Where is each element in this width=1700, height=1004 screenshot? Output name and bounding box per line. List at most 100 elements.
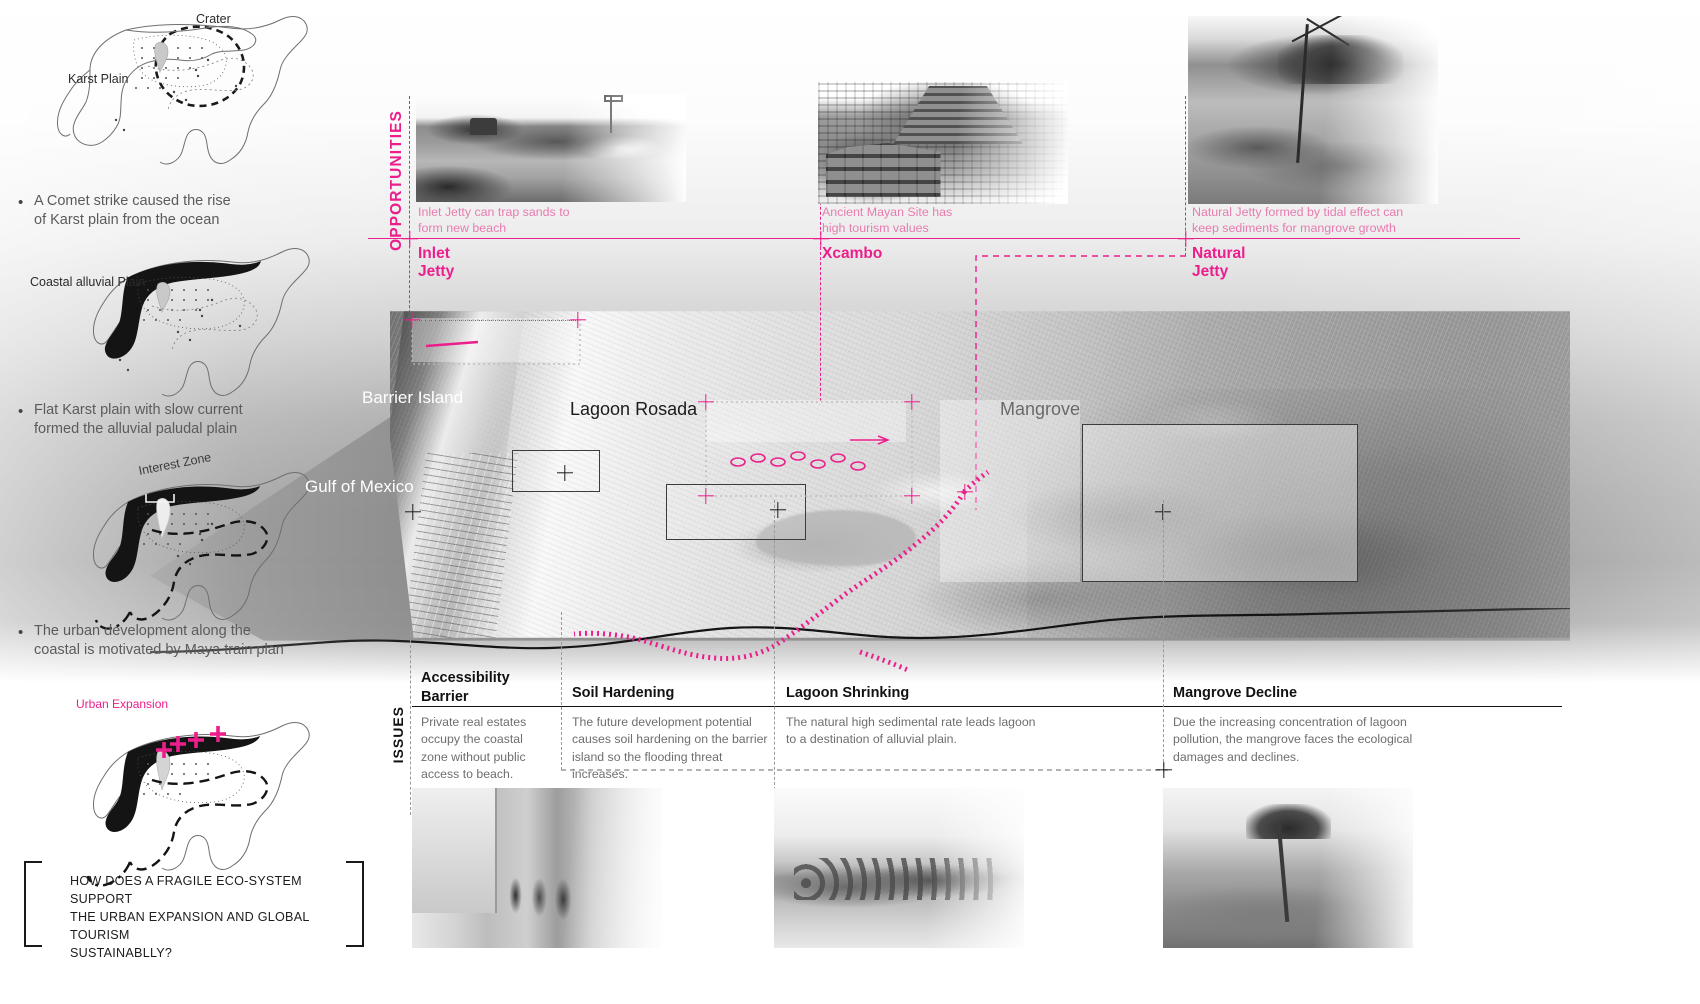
bullet-icon: •	[18, 624, 24, 641]
aerial-label-mangrove: Mangrove	[1000, 399, 1081, 419]
xcambo-photo	[818, 82, 1068, 204]
tree-branch-2	[1306, 17, 1350, 47]
issue-title-soil-hardening: Soil Hardening	[572, 684, 762, 703]
body-line-2: occupy the coastal	[421, 732, 523, 747]
xcambo-caption: Ancient Mayan Site has high tourism valu…	[822, 204, 1052, 237]
map-note-line-1: A Comet strike caused the rise	[34, 193, 231, 209]
caption-line-2: high tourism values	[822, 221, 929, 236]
lagoon-shrinking-photo	[774, 788, 1024, 948]
bullet-icon: •	[18, 194, 24, 211]
caption-line-1: Inlet Jetty can trap sands to	[418, 205, 570, 219]
body-line-2: pollution, the mangrove faces the ecolog…	[1173, 732, 1413, 747]
title-line-1: Mangrove Decline	[1173, 685, 1298, 701]
issue-title-mangrove-decline: Mangrove Decline	[1173, 684, 1403, 703]
caption-line-1: Ancient Mayan Site has	[822, 205, 953, 219]
palm-crown	[1245, 804, 1331, 840]
concrete-wall	[412, 788, 497, 913]
mayan-pyramid	[893, 85, 1023, 145]
map-note-interest-zone: • The urban development along the coasta…	[18, 622, 314, 660]
map-urban-expansion	[86, 722, 310, 887]
lagoon-shrinking-photo-fill	[774, 788, 1024, 948]
map-label-karst-plain: Karst Plain	[68, 72, 129, 86]
natural-jetty-photo	[1188, 16, 1438, 204]
map-label-urban-expansion: Urban Expansion	[76, 697, 169, 711]
opportunities-baseline	[368, 238, 1520, 239]
title-line-2: Barrier	[421, 688, 469, 705]
issue-body-soil-hardening: The future development potential causes …	[572, 714, 772, 784]
accessibility-barrier-photo-fill	[412, 788, 662, 948]
map-crater	[57, 16, 308, 165]
aerial-plus-mangrove-pink	[957, 484, 973, 500]
bracket-right-icon	[346, 861, 364, 947]
question-line-3: SUSTAINABLLY?	[70, 945, 173, 960]
mangrove-decline-photo	[1163, 788, 1413, 948]
title-line-1: Soil Hardening	[572, 685, 675, 701]
issue-connector-1	[410, 630, 411, 815]
map-note-line-1: Flat Karst plain with slow current	[34, 402, 243, 418]
map-note-line-2: coastal is motivated by Maya train plan	[34, 642, 284, 659]
map-label-coastal-alluvial: Coastal alluvial Plain	[30, 275, 146, 289]
title-line-1: Accessibility	[421, 670, 510, 686]
aerial-plus-gulf	[405, 504, 421, 520]
tree-trunk	[1295, 23, 1309, 163]
jetty-mast-top	[603, 95, 623, 102]
scrub-vegetation	[1278, 34, 1403, 84]
title-line-1: Lagoon Shrinking	[786, 685, 910, 701]
body-line-4: access to beach.	[421, 767, 514, 782]
caption-line-2: keep sediments for mangrove growth	[1192, 221, 1396, 236]
question-line-2: THE URBAN EXPANSION AND GLOBAL TOURISM	[70, 909, 310, 942]
aerial-plus-inlet-tr	[570, 312, 586, 328]
issue-title-lagoon-shrinking: Lagoon Shrinking	[786, 684, 1006, 703]
aerial-plus-xcambo-tl	[698, 394, 714, 410]
issue-connector-2	[561, 612, 562, 770]
body-line-1: The future development potential	[572, 715, 752, 729]
context-maps-column: Crater Karst Plain • A Comet strike caus…	[0, 0, 370, 1004]
aerial-label-gulf-of-mexico: Gulf of Mexico	[305, 477, 414, 496]
aerial-dotted-box-inlet	[410, 320, 578, 321]
aerial-plus-coast	[557, 465, 573, 481]
aerial-plus-xcambo-br	[904, 488, 920, 504]
aerial-veil-box-xcambo	[706, 400, 906, 442]
opportunity-connector-2	[820, 96, 821, 401]
research-question-text: HOW DOES A FRAGILE ECO-SYSTEM SUPPORT TH…	[70, 873, 350, 962]
body-line-1: The natural high sedimental rate leads l…	[786, 715, 1036, 729]
aerial-label-barrier-island: Barrier Island	[362, 388, 464, 407]
body-line-1: Private real estates	[421, 715, 527, 729]
issue-connector-3	[774, 500, 775, 795]
mayan-stone-wall	[825, 143, 941, 197]
issue-connector-4	[1163, 500, 1164, 772]
natural-jetty-title: Natural Jetty	[1192, 245, 1246, 280]
opportunity-connector-1	[409, 96, 410, 358]
map-interest-zone	[93, 472, 310, 630]
aerial-frame-mangrove[interactable]	[1082, 424, 1358, 582]
inlet-jetty-title: Inlet Jetty	[418, 245, 455, 280]
natural-jetty-photo-fill	[1188, 16, 1438, 204]
body-line-1: Due the increasing concentration of lago…	[1173, 715, 1407, 729]
body-line-3: zone without public	[421, 749, 526, 764]
aerial-plus-lagoon	[770, 502, 786, 518]
body-line-2: causes soil hardening on the barrier	[572, 732, 768, 747]
issues-baseline	[412, 706, 1562, 707]
question-line-1: HOW DOES A FRAGILE ECO-SYSTEM SUPPORT	[70, 874, 302, 906]
map-label-crater: Crater	[196, 12, 231, 26]
jetty-pillar	[470, 117, 497, 136]
inlet-jetty-photo	[416, 94, 686, 202]
xcambo-title: Xcambo	[822, 245, 883, 262]
issue-plus-mangrove	[1156, 762, 1172, 778]
body-line-3: island so the flooding threat increases.	[572, 749, 723, 782]
tree-branch	[1291, 16, 1355, 42]
lagoon-shrubs	[794, 858, 994, 900]
baseline-plus-1	[402, 231, 418, 247]
jetty-mast	[610, 96, 613, 133]
aerial-frame-coast[interactable]	[512, 450, 600, 492]
issue-title-accessibility-barrier: Accessibility Barrier	[421, 669, 551, 707]
opportunities-section-label: OPPORTUNITIES	[388, 110, 405, 251]
natural-jetty-caption: Natural Jetty formed by tidal effect can…	[1192, 204, 1482, 237]
issue-body-mangrove-decline: Due the increasing concentration of lago…	[1173, 714, 1463, 766]
accessibility-barrier-photo	[412, 788, 662, 948]
aerial-veil-box-mangrove-b	[1082, 424, 1358, 582]
pedestrian-figures	[502, 836, 587, 936]
map-alluvial	[93, 248, 310, 397]
bullet-icon: •	[18, 403, 24, 420]
